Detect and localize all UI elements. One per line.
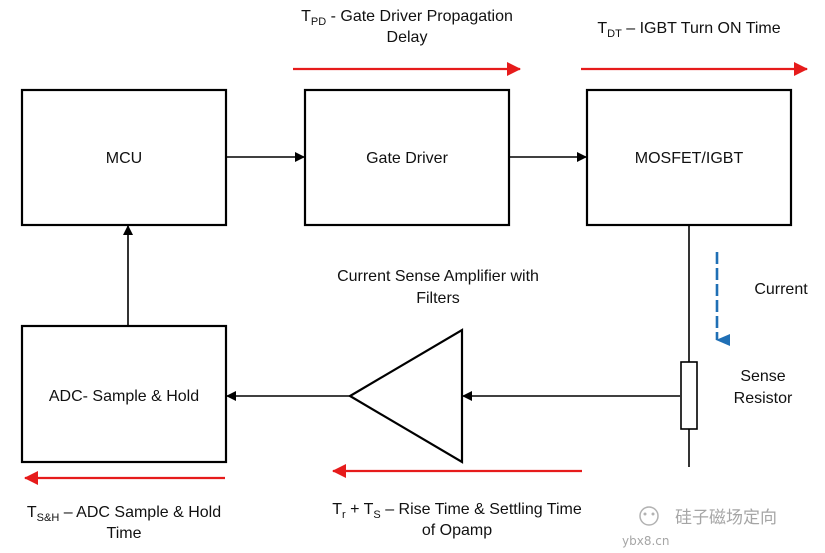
gate-driver-block [303,88,511,227]
sense-resistor [680,361,698,430]
tr-ts-label: Tr + TS – Rise Time & Settling Time [332,501,582,521]
watermark-logo-icon [639,506,659,526]
gate-driver-label: Gate Driver [366,150,448,167]
mosfet-igbt-label: MOSFET/IGBT [635,150,744,167]
watermark-site: ybx8.cn [622,534,669,548]
tsh-label-line2: Time [107,525,142,542]
tpd-label-line2: Delay [387,29,428,46]
tpd-label: TPD - Gate Driver Propagation [301,8,513,28]
sense-resistor-label: Sense [740,368,785,385]
sense-resistor-label-line2: Resistor [734,390,793,407]
mcu-label: MCU [106,150,142,167]
csa-label-line2: Filters [416,290,460,307]
tsh-label: TS&H – ADC Sample & Hold [27,504,221,524]
current-label: Current [754,281,808,298]
adc-label: ADC- Sample & Hold [49,388,199,405]
mosfet-igbt-block [585,88,793,227]
amplifier-triangle [347,328,464,464]
tr-ts-label-line2: of Opamp [422,522,492,539]
watermark: 硅子磁场定向 ybx8.cn [622,506,777,548]
tdt-label: TDT – IGBT Turn ON Time [597,20,780,40]
adc-block [20,324,228,464]
watermark-text: 硅子磁场定向 [675,508,777,528]
mcu-block [20,88,228,227]
csa-label: Current Sense Amplifier with [337,268,539,285]
